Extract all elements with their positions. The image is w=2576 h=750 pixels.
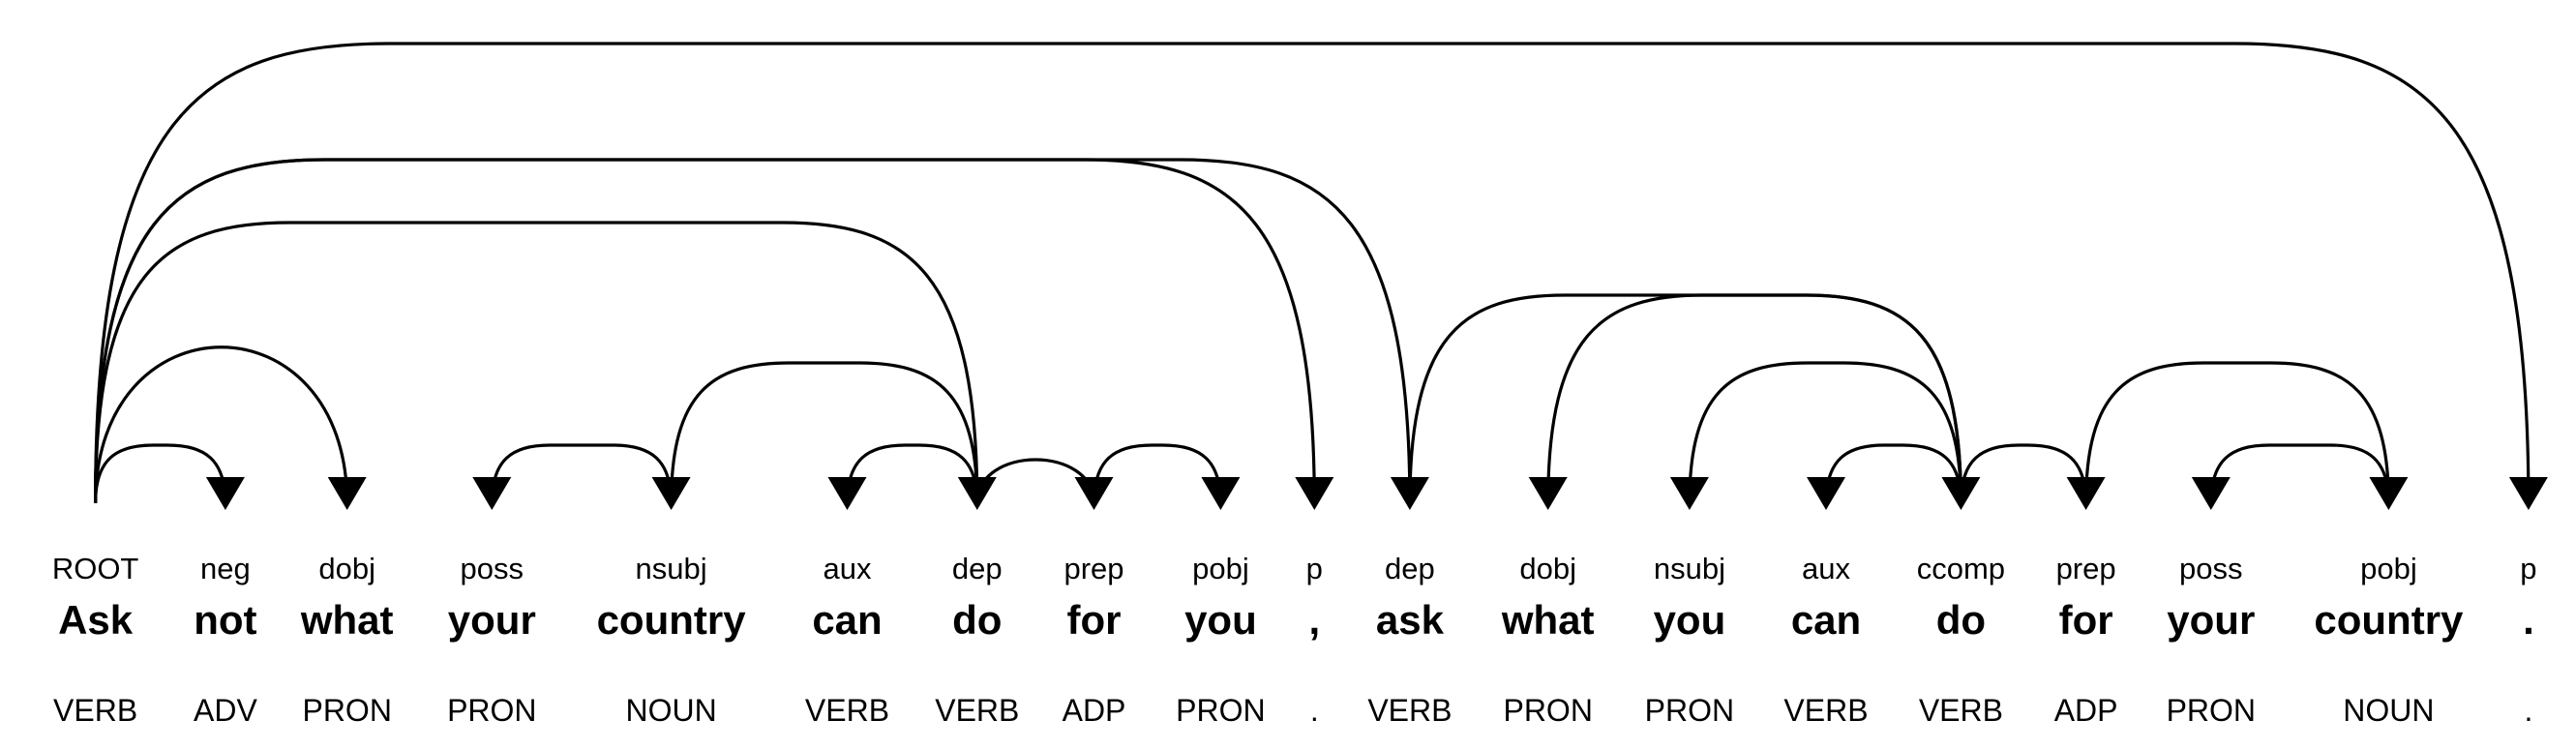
token-pos-6: VERB [935, 693, 1019, 728]
arc-layer [94, 42, 2548, 510]
dep-label-9: p [1306, 552, 1323, 585]
dep-arrowhead-p [2508, 477, 2548, 510]
dep-label-1: neg [200, 552, 251, 585]
token-pos-2: PRON [302, 693, 391, 728]
token-word-9[interactable]: , [1308, 597, 1320, 643]
token-pos-11: PRON [1503, 693, 1592, 728]
dep-arc-poss [2209, 443, 2390, 504]
token-pos-14: VERB [1919, 693, 2003, 728]
dep-arrowhead-nsubj [1669, 477, 1709, 510]
token-pos-7: ADP [1063, 693, 1126, 728]
token-pos-1: ADV [194, 693, 257, 728]
token-word-0[interactable]: Ask [58, 597, 134, 643]
dep-arc-aux [845, 443, 979, 504]
token-pos-5: VERB [805, 693, 889, 728]
token-pos-16: PRON [2167, 693, 2256, 728]
token-word-11[interactable]: what [1501, 597, 1595, 643]
dep-arrowhead-pobj [1201, 477, 1241, 510]
token-word-6[interactable]: do [952, 597, 1002, 643]
token-pos-12: PRON [1645, 693, 1734, 728]
dep-arc-prep [975, 458, 1096, 504]
token-pos-0: VERB [53, 693, 137, 728]
dep-arc-dep [94, 221, 979, 504]
dep-label-17: pobj [2360, 552, 2417, 585]
dep-label-8: pobj [1192, 552, 1249, 585]
token-word-12[interactable]: you [1654, 597, 1726, 643]
dep-arc-aux [1824, 443, 1962, 504]
dep-arrowhead-pobj [2369, 477, 2409, 510]
dep-label-10: dep [1385, 552, 1435, 585]
token-pos-13: VERB [1783, 693, 1868, 728]
dep-arrowhead-neg [205, 477, 245, 510]
dep-label-13: aux [1802, 552, 1850, 585]
dep-arrowhead-poss [2191, 477, 2231, 510]
token-word-16[interactable]: your [2167, 597, 2255, 643]
dep-arrowhead-aux [827, 477, 867, 510]
token-pos-18: . [2524, 693, 2532, 728]
token-word-7[interactable]: for [1067, 597, 1122, 643]
token-pos-8: PRON [1176, 693, 1265, 728]
dep-label-14: ccomp [1917, 552, 2005, 585]
token-word-13[interactable]: can [1791, 597, 1861, 643]
token-pos-17: NOUN [2343, 693, 2434, 728]
token-word-8[interactable]: you [1184, 597, 1257, 643]
token-pos-15: ADP [2054, 693, 2118, 728]
dep-arc-dobj [1546, 293, 1962, 504]
token-word-2[interactable]: what [300, 597, 394, 643]
dep-arrowhead-nsubj [651, 477, 691, 510]
token-word-18[interactable]: . [2523, 597, 2534, 643]
dep-arrowhead-dobj [1528, 477, 1568, 510]
dep-arc-poss [490, 443, 674, 504]
token-pos-9: . [1310, 693, 1319, 728]
token-word-1[interactable]: not [194, 597, 256, 643]
dep-arc-dep [94, 158, 1412, 504]
dep-label-15: prep [2056, 552, 2116, 585]
dep-arrowhead-poss [472, 477, 512, 510]
dep-arc-p [94, 158, 1316, 504]
dep-label-7: prep [1063, 552, 1123, 585]
token-pos-4: NOUN [625, 693, 716, 728]
dep-arrowhead-aux [1807, 477, 1845, 510]
dep-label-3: poss [461, 552, 524, 585]
dep-arc-dobj [94, 345, 349, 504]
dep-arc-neg [94, 443, 227, 504]
dep-arc-p [94, 42, 2531, 504]
dep-label-11: dobj [1519, 552, 1576, 585]
token-pos-10: VERB [1367, 693, 1452, 728]
token-word-10[interactable]: ask [1376, 597, 1445, 643]
dep-arrowhead-p [1295, 477, 1334, 510]
dep-label-12: nsubj [1654, 552, 1725, 585]
token-word-5[interactable]: can [812, 597, 882, 643]
dep-label-18: p [2520, 552, 2536, 585]
token-word-17[interactable]: country [2314, 597, 2464, 643]
token-word-15[interactable]: for [2059, 597, 2113, 643]
dep-label-2: dobj [318, 552, 375, 585]
dep-arc-nsubj [670, 361, 979, 504]
dep-arrowhead-dobj [327, 477, 367, 510]
dep-label-16: poss [2179, 552, 2242, 585]
token-pos-3: PRON [447, 693, 536, 728]
dep-arc-pobj [1092, 443, 1222, 504]
token-word-4[interactable]: country [597, 597, 747, 643]
dep-label-6: dep [952, 552, 1003, 585]
dep-label-0: ROOT [52, 552, 139, 585]
token-word-14[interactable]: do [1936, 597, 1986, 643]
token-word-3[interactable]: your [448, 597, 536, 643]
dep-label-5: aux [824, 552, 872, 585]
dep-arc-pobj [2084, 361, 2390, 504]
dep-arc-ccomp [1408, 293, 1962, 504]
dep-arc-prep [1959, 443, 2088, 504]
dep-arc-nsubj [1688, 361, 1962, 504]
dep-label-4: nsubj [636, 552, 707, 585]
